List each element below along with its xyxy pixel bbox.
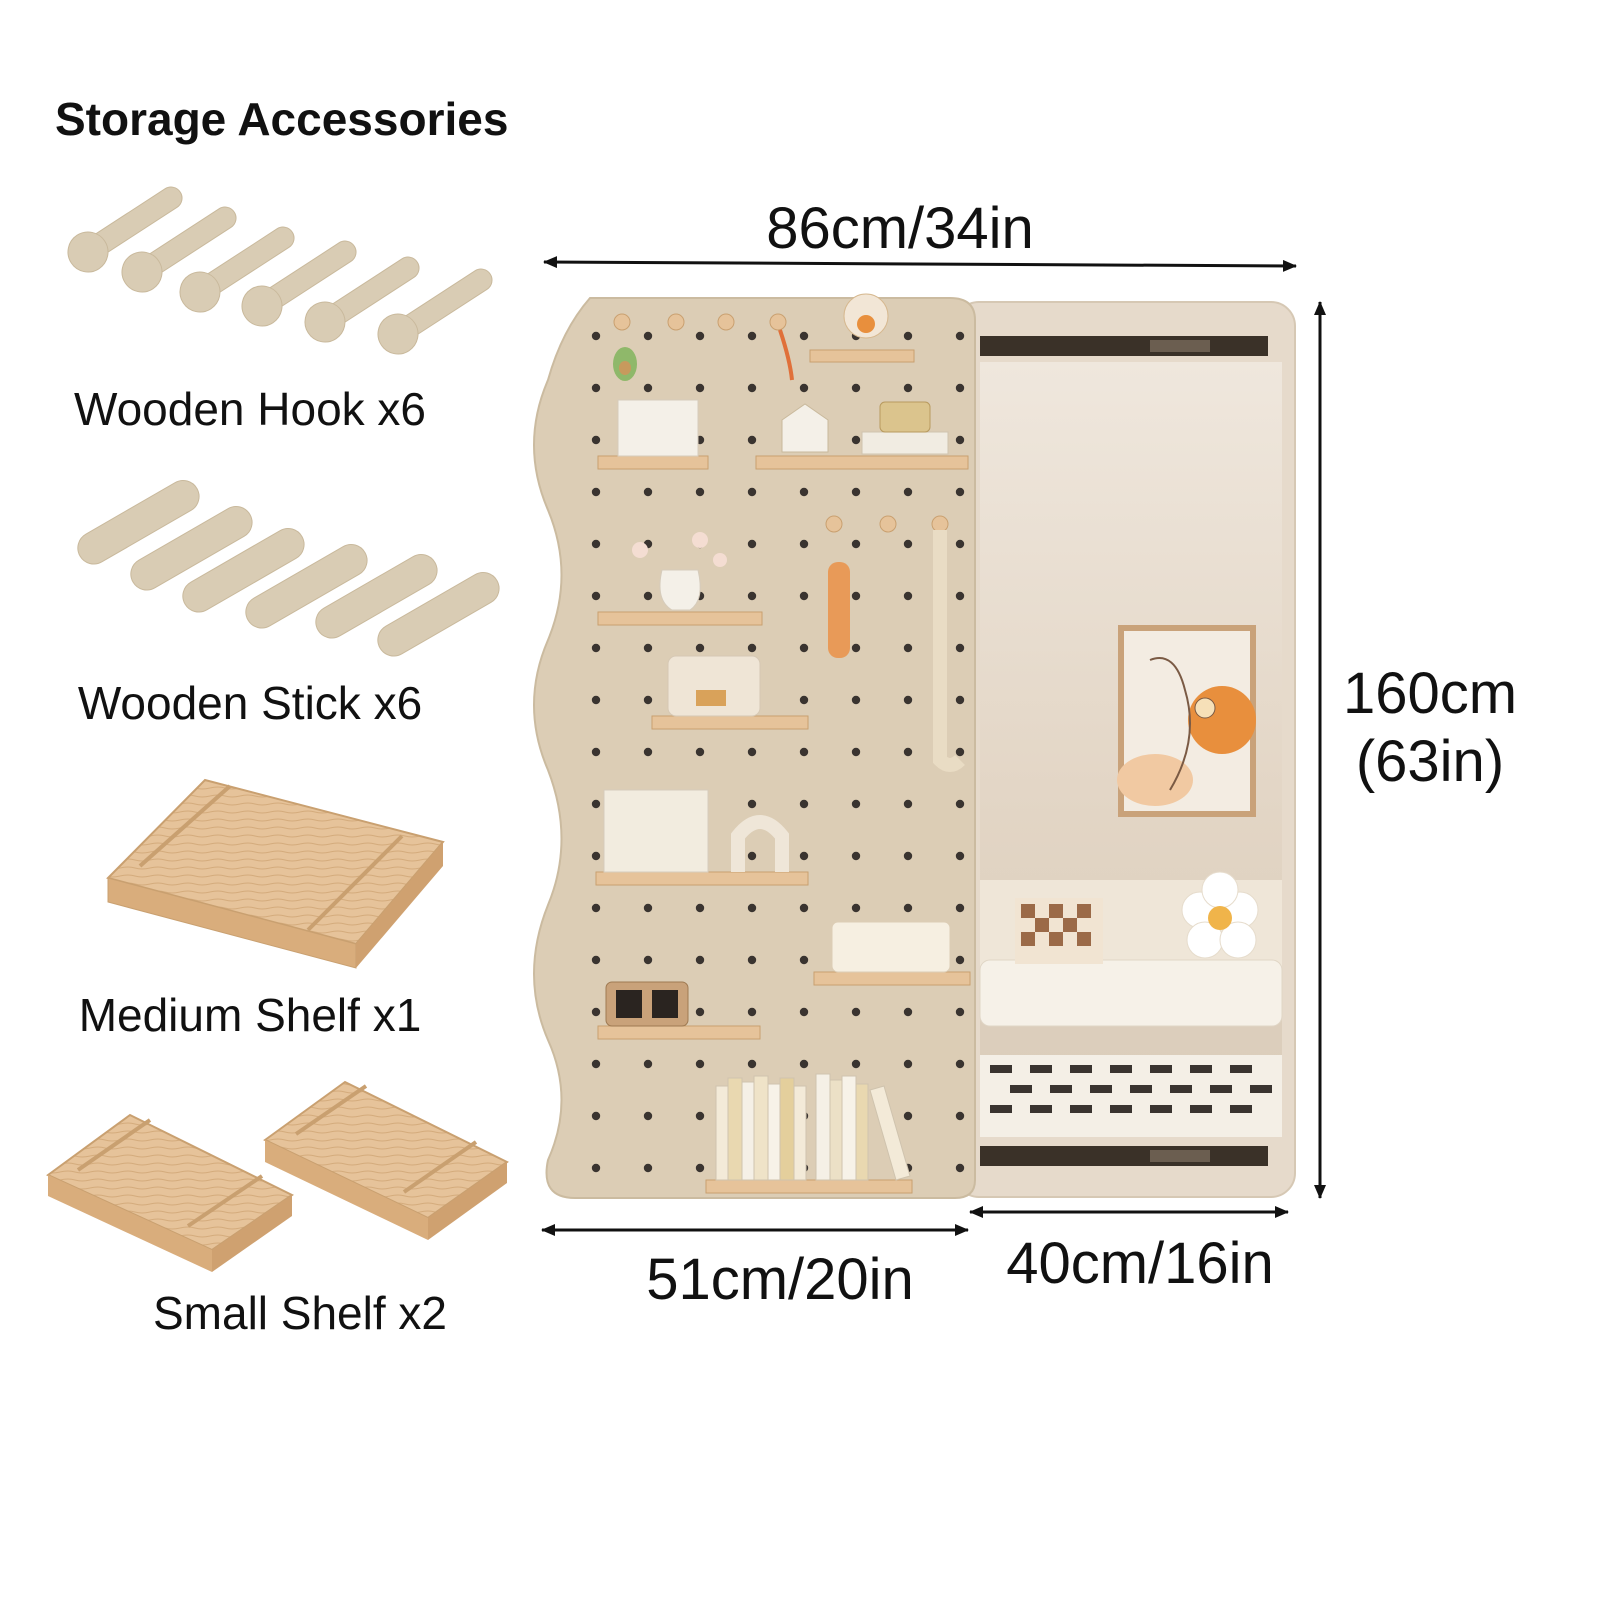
mirror-width-label: 40cm/16in — [1006, 1231, 1274, 1296]
pegboard — [533, 293, 985, 1208]
page-title: Storage Accessories — [55, 93, 509, 145]
height-cm-label: 160cm — [1342, 661, 1518, 726]
medium-shelf-label: Medium Shelf x1 — [78, 989, 422, 1041]
mirror — [954, 301, 1296, 1198]
medium-shelf-icon — [106, 778, 445, 969]
pegboard-width-label: 51cm/20in — [646, 1247, 914, 1312]
dimension-arrows — [541, 256, 1326, 1236]
reflected-sofa — [979, 871, 1283, 1137]
height-in-label: (63in) — [1355, 729, 1505, 794]
wooden-hook-label: Wooden Hook x6 — [73, 383, 427, 435]
reflected-painting — [1117, 625, 1256, 817]
total-width-label: 86cm/34in — [766, 196, 1034, 261]
small-shelf-label: Small Shelf x2 — [152, 1287, 447, 1339]
wooden-stick-icon — [77, 480, 500, 657]
wooden-hook-icon — [67, 186, 493, 355]
total-width-arrow — [543, 256, 1297, 272]
small-shelf-icon — [46, 1080, 509, 1272]
wooden-stick-label: Wooden Stick x6 — [77, 677, 423, 729]
